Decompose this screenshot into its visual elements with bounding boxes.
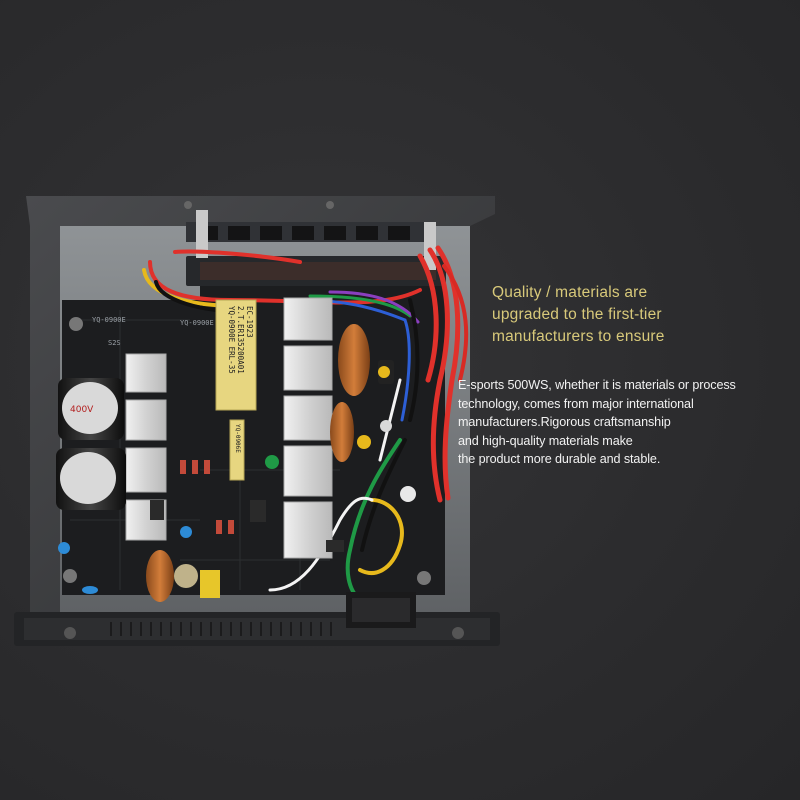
right-heatsink: [283, 297, 333, 559]
transformer-label-1: YQ-0900E ERL-35: [227, 306, 236, 374]
toroid-inductors: [146, 324, 370, 602]
body-line: technology, comes from major internation…: [458, 396, 694, 411]
headline-text: Quality / materials are upgraded to the …: [492, 282, 792, 348]
headline-line: Quality / materials are: [492, 284, 648, 301]
body-line: E-sports 500WS, whether it is materials …: [458, 378, 736, 392]
wire-bundles: [142, 245, 469, 602]
svg-text:YQ-0900E: YQ-0900E: [180, 319, 214, 327]
svg-text:S2S: S2S: [108, 339, 121, 347]
body-line: and high-quality materials make: [458, 433, 633, 448]
transformer-label-2: 2.T.ER135200A01: [236, 306, 245, 374]
body-line: the product more durable and stable.: [458, 452, 661, 466]
capacitor-label: 400V: [70, 405, 94, 415]
main-transformer: YQ-0900E ERL-35 2.T.ER135200A01 EC-1923: [215, 299, 257, 411]
headline-line: manufacturers to ensure: [492, 328, 665, 345]
transformer-label-3: EC-1923: [245, 306, 254, 338]
body-description: E-sports 500WS, whether it is materials …: [458, 376, 788, 469]
headline-line: upgraded to the first-tier: [492, 306, 662, 323]
aux-transformer: YQ-0906E: [229, 419, 245, 481]
output-connector-strip: [186, 210, 446, 286]
left-heatsink: [125, 353, 167, 541]
body-line: manufacturers.Rigorous craftsmanship: [458, 415, 671, 429]
vent-grille: [110, 622, 332, 636]
ac-inlet-block: [346, 592, 416, 628]
svg-text:YQ-0900E: YQ-0900E: [92, 316, 126, 324]
filter-capacitors: 400V: [56, 378, 126, 510]
aux-transformer-label: YQ-0906E: [234, 424, 241, 453]
pcb-silkscreen: YQ-0900E S2S YQ-0900E: [92, 316, 214, 347]
small-components: [58, 317, 431, 598]
